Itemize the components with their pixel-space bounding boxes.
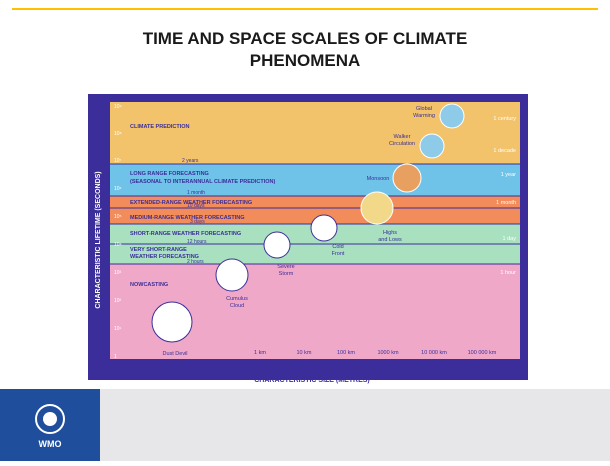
separator-label: 3 days <box>190 219 205 225</box>
y-tick: 10⁶ <box>114 186 122 192</box>
phenomenon-label: Walker <box>394 134 411 140</box>
right-label: 1 day <box>503 236 517 242</box>
phenomenon-label: Storm <box>279 271 294 277</box>
separator-label: 2 hours <box>187 259 204 265</box>
right-label: 1 hour <box>500 270 516 276</box>
band-label-seasonal: (SEASONAL TO INTERANNUAL CLIMATE PREDICT… <box>130 179 276 185</box>
highs-lows-icon <box>360 191 394 225</box>
right-label: 1 month <box>496 200 516 206</box>
right-label: 1 decade <box>493 148 516 154</box>
band-label-long-range: LONG RANGE FORECASTING <box>130 171 209 177</box>
x-tick: 100 000 km <box>468 350 497 356</box>
footer-logo-area: WMO <box>0 389 100 461</box>
y-axis-label: CHARACTERISTIC LIFETIME (SECONDS) <box>95 171 102 308</box>
band-label-short: SHORT-RANGE WEATHER FORECASTING <box>130 231 241 237</box>
slide-title: TIME AND SPACE SCALES OF CLIMATE PHENOME… <box>142 29 468 70</box>
phenomena <box>151 103 465 343</box>
band-long-range <box>110 164 520 196</box>
right-label: 1 century <box>493 116 516 122</box>
band-label-medium: MEDIUM-RANGE WEATHER FORECASTING <box>130 215 244 221</box>
band-label-extended: EXTENDED-RANGE WEATHER FORECASTING <box>130 200 252 206</box>
phenomenon-label: Warming <box>413 113 435 119</box>
band-label-nowcasting: NOWCASTING <box>130 282 168 288</box>
slide-title-box: TIME AND SPACE SCALES OF CLIMATE PHENOME… <box>12 8 598 92</box>
separator-label: 12 hours <box>187 239 207 245</box>
y-tick: 10⁷ <box>114 158 122 164</box>
x-tick: 10 000 km <box>421 350 447 356</box>
separator-label: 10 days <box>187 203 205 209</box>
cold-front-icon <box>310 214 338 242</box>
band-label-climate: CLIMATE PREDICTION <box>130 124 190 130</box>
band-label-weather-forecasting: WEATHER FORECASTING <box>130 254 199 260</box>
band-label-very-short: VERY SHORT-RANGE <box>130 247 187 253</box>
footer-bar: WMO <box>0 389 610 461</box>
severe-storm-icon <box>263 231 291 259</box>
band-bottom <box>110 359 520 373</box>
x-tick: 100 km <box>337 350 355 356</box>
y-tick: 10³ <box>114 270 122 276</box>
separator-label: 2 years <box>182 158 199 164</box>
phenomenon-label: Monsoon <box>367 176 390 182</box>
phenomenon-label: Cold <box>332 244 343 250</box>
x-tick: 1 km <box>254 350 266 356</box>
walker-circulation-icon <box>419 133 445 159</box>
global-warming-icon <box>439 103 465 129</box>
diagram-panel: CHARACTERISTIC LIFETIME (SECONDS) 10⁹ 10… <box>12 90 598 384</box>
phenomenon-label: Front <box>332 251 345 257</box>
phenomenon-label: Dust Devil <box>162 351 187 357</box>
phenomenon-label: Cumulus <box>226 296 248 302</box>
phenomenon-label: Severe <box>277 264 294 270</box>
y-ticks: 10⁹ 10⁸ 10⁷ 10⁶ 10⁵ 10⁴ 10³ 10² 10¹ 1 <box>114 104 122 360</box>
y-tick: 10⁸ <box>114 131 122 137</box>
phenomenon-label: Cloud <box>230 303 244 309</box>
right-label: 1 year <box>501 172 516 178</box>
logo-text: WMO <box>38 439 62 449</box>
monsoon-icon <box>392 163 422 193</box>
y-tick: 10¹ <box>114 326 122 332</box>
x-axis-label: CHARACTERISTIC SIZE (METRES) <box>254 377 370 384</box>
cumulus-cloud-icon <box>215 258 249 292</box>
phenomenon-label: Circulation <box>389 141 415 147</box>
y-tick: 10⁹ <box>114 104 122 110</box>
x-tick: 10 km <box>297 350 312 356</box>
phenomenon-label: and Lows <box>378 237 402 243</box>
wmo-emblem-icon <box>35 404 65 434</box>
scale-diagram: CHARACTERISTIC LIFETIME (SECONDS) 10⁹ 10… <box>88 94 528 384</box>
y-tick: 10⁵ <box>114 214 122 220</box>
dust-devil-icon <box>151 301 193 343</box>
y-tick: 10⁴ <box>114 242 122 248</box>
y-tick: 1 <box>114 354 117 360</box>
x-tick: 1000 km <box>377 350 399 356</box>
phenomenon-label: Highs <box>383 230 397 236</box>
separator-label: 1 month <box>187 190 205 196</box>
y-tick: 10² <box>114 298 122 304</box>
phenomenon-label: Global <box>416 106 432 112</box>
